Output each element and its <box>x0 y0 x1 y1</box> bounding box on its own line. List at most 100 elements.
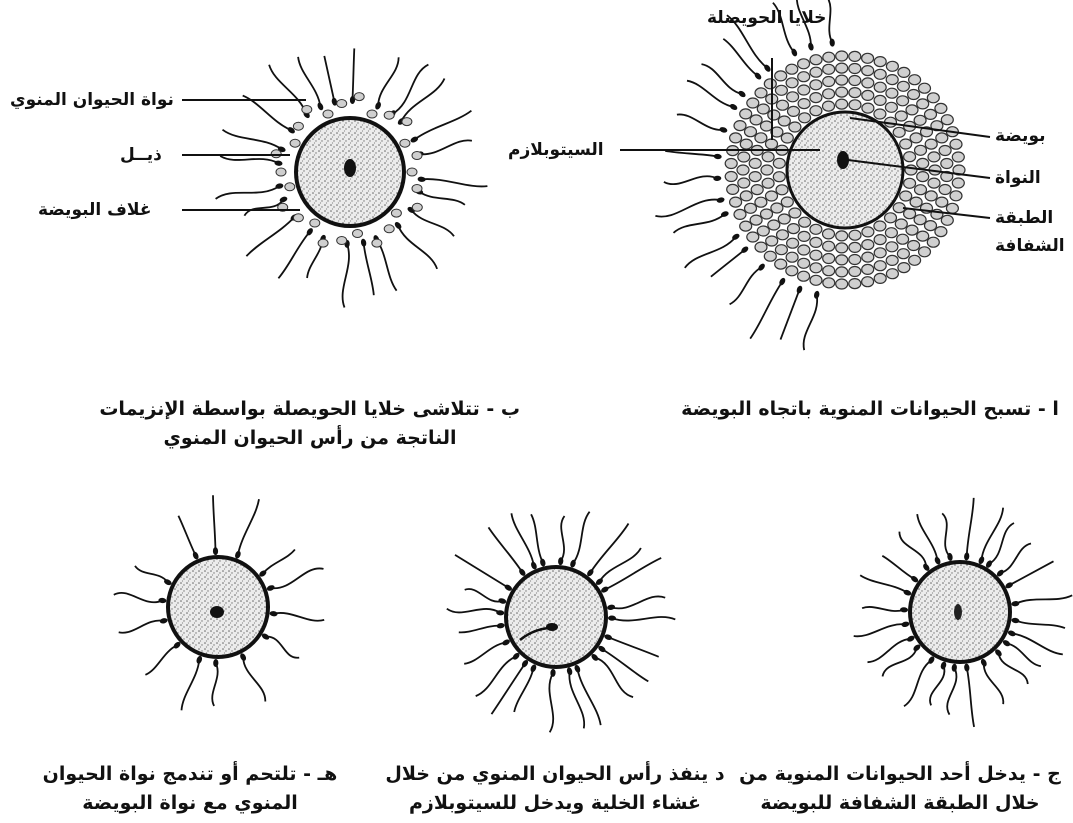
sperm-head <box>716 197 725 204</box>
sperm-tail <box>447 609 500 613</box>
follicle-cell <box>928 152 940 162</box>
follicle-cell <box>773 158 785 168</box>
sperm-tail <box>414 111 471 140</box>
follicle-cell <box>919 83 931 93</box>
follicle-cell <box>823 89 835 99</box>
follicle-cell <box>789 122 801 132</box>
sperm-tail <box>364 243 374 296</box>
follicle-cell <box>897 234 909 244</box>
caption-panel-e: هـ - تلتحم أو تندمج نواة الحيوان المنوي … <box>20 760 360 817</box>
panel-e-fused-nucleus <box>210 606 224 618</box>
follicle-cell <box>798 99 810 109</box>
follicle-cell <box>886 255 898 265</box>
label-ovum: بويضة <box>995 128 1046 145</box>
sperm-tail <box>419 192 465 205</box>
sperm-tail <box>930 666 944 706</box>
label-egg-envelope: غلاف البويضة <box>38 202 151 219</box>
follicle-cell <box>786 78 798 88</box>
follicle-cell <box>904 178 916 188</box>
sperm-tail <box>489 527 523 572</box>
follicle-cell <box>764 251 776 261</box>
follicle-cell <box>941 115 953 125</box>
follicle-cell <box>862 53 874 63</box>
sperm-tail <box>182 660 200 711</box>
follicle-cell <box>897 96 909 106</box>
sperm-head <box>757 262 766 271</box>
label-zona-line1: الطبقة <box>995 210 1053 227</box>
sperm-head <box>496 623 505 629</box>
follicle-cell <box>836 231 848 241</box>
follicle-cell <box>751 185 763 195</box>
sperm-head <box>266 584 275 592</box>
follicle-cell <box>898 263 910 273</box>
follicle-cell <box>941 159 953 169</box>
follicle-cell <box>917 172 929 182</box>
sperm-tail <box>860 575 907 592</box>
follicle-cell <box>777 230 789 240</box>
sperm-head <box>719 126 728 133</box>
sperm-tail <box>324 56 334 102</box>
sperm-tail <box>828 0 833 43</box>
follicle-cell <box>823 52 835 62</box>
follicle-cell <box>849 230 861 240</box>
follicle-cell <box>823 101 835 111</box>
follicle-cell <box>915 185 927 195</box>
follicle-cell <box>893 127 905 137</box>
sperm-tail <box>464 642 506 663</box>
sperm-tail <box>459 626 501 633</box>
follicle-cell <box>810 224 822 234</box>
sperm-head <box>393 221 402 230</box>
follicle-cell <box>786 266 798 276</box>
sperm-tail <box>343 244 349 308</box>
follicle-cell <box>886 75 898 85</box>
follicle-cell <box>776 185 788 195</box>
follicle-cell <box>836 87 848 97</box>
follicle-cell <box>862 227 874 237</box>
follicle-cell <box>895 219 907 229</box>
follicle-cell <box>906 105 918 115</box>
follicle-cell <box>928 178 940 188</box>
follicle-cell <box>798 245 810 255</box>
sperm-tail <box>569 671 584 728</box>
follicle-cell <box>734 121 746 131</box>
sperm-tail <box>602 649 648 681</box>
sperm-tail <box>899 532 926 568</box>
follicle-cell <box>775 71 787 81</box>
sperm-tail <box>420 140 472 154</box>
follicle-cell <box>950 139 962 149</box>
follicle-cell <box>917 158 929 168</box>
sperm-tail <box>664 176 717 184</box>
sperm-tail <box>989 523 1014 564</box>
follicle-cell <box>886 88 898 98</box>
panel-a-nucleus <box>837 151 849 169</box>
follicle-cell <box>914 215 926 225</box>
caption-c-line2: خلال الطبقة الشفافة للبويضة <box>735 789 1065 818</box>
follicle-cell <box>384 225 394 233</box>
follicle-cell <box>823 229 835 239</box>
sperm-head <box>360 238 367 247</box>
caption-d-line1: د ينفذ رأس الحيوان المنوي من خلال <box>385 760 725 789</box>
follicle-cell <box>400 139 410 147</box>
follicle-cell <box>862 78 874 88</box>
sperm-head <box>498 597 507 604</box>
follicle-cell <box>768 110 780 120</box>
follicle-cell <box>874 235 886 245</box>
follicle-cell <box>734 209 746 219</box>
follicle-cell <box>749 172 761 182</box>
follicle-cell <box>727 184 739 194</box>
follicle-cell <box>836 267 848 277</box>
follicle-cell <box>925 109 937 119</box>
sperm-tail <box>665 151 718 157</box>
label-zona-line2: الشفافة <box>995 238 1065 255</box>
follicle-cell <box>862 264 874 274</box>
sperm-tail <box>401 79 444 122</box>
follicle-cell <box>737 165 749 175</box>
follicle-cell <box>849 100 861 110</box>
follicle-cell <box>862 240 874 250</box>
follicle-cell <box>906 225 918 235</box>
follicle-cell <box>885 102 897 112</box>
follicle-cell <box>762 178 774 188</box>
sperm-head <box>539 558 546 567</box>
follicle-cell <box>874 221 886 231</box>
